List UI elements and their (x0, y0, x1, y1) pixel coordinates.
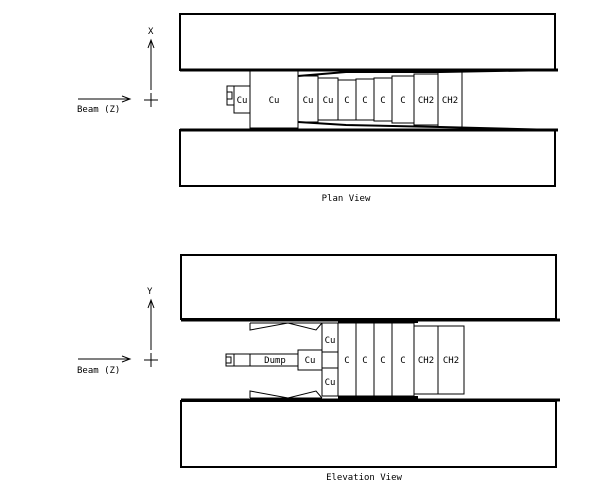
elevation-upper-yoke (180, 254, 557, 320)
elevation-view: Y Beam (Z) Dump Cu Cu Cu C C C C (77, 254, 560, 483)
elevation-caption: Elevation View (326, 473, 402, 483)
plan-block-label: C (400, 96, 405, 106)
plan-dump-flange (226, 85, 234, 106)
elevation-cu-top-label: Cu (325, 336, 336, 346)
plan-dump-notch (227, 91, 233, 100)
elevation-dump-notch (226, 356, 232, 364)
elevation-lower-liner (249, 390, 323, 399)
plan-block-label: Cu (269, 96, 280, 106)
plan-lower-yoke (179, 129, 556, 187)
plan-block-label: CH2 (442, 96, 458, 106)
plan-block-label: C (380, 96, 385, 106)
elevation-beam-label: Beam (Z) (77, 366, 120, 376)
elevation-axis-arrowhead (147, 298, 155, 309)
elevation-block-label: C (362, 356, 367, 366)
elevation-block-label: C (400, 356, 405, 366)
elevation-bottom-pads (338, 396, 418, 399)
plan-taper-lower (297, 121, 557, 131)
elevation-dump-label: Dump (264, 356, 286, 366)
plan-block-label: Cu (237, 96, 248, 106)
plan-block-label: Cu (303, 96, 314, 106)
plan-beam-arrowhead (121, 95, 132, 103)
elevation-dump-flange (225, 353, 234, 367)
elevation-cu-bottom-label: Cu (325, 378, 336, 388)
plan-block-label: CH2 (418, 96, 434, 106)
elevation-upper-liner (249, 322, 323, 331)
elevation-cu-label: Cu (305, 356, 316, 366)
plan-view: X Beam (Z) Cu Cu Cu Cu C C C C CH2 CH2 (77, 13, 558, 204)
elevation-block-ch2-2 (437, 325, 465, 395)
plan-block-label: Cu (323, 96, 334, 106)
plan-block-label: C (344, 96, 349, 106)
elevation-block-label: C (344, 356, 349, 366)
elevation-beam-arrowhead (121, 355, 132, 363)
elevation-block-label: CH2 (443, 356, 459, 366)
elevation-axis-label: Y (147, 287, 153, 297)
plan-beam-label: Beam (Z) (77, 105, 120, 115)
plan-block-label: C (362, 96, 367, 106)
elevation-lower-yoke (180, 400, 557, 468)
plan-caption: Plan View (322, 194, 371, 204)
plan-axis-label: X (148, 27, 154, 37)
plan-axis-arrowhead (147, 38, 155, 49)
elevation-block-label: C (380, 356, 385, 366)
elevation-top-pads (338, 320, 418, 323)
elevation-block-label: CH2 (418, 356, 434, 366)
plan-taper-upper (297, 69, 557, 77)
plan-upper-yoke (179, 13, 556, 71)
elevation-block-cu (297, 349, 323, 371)
